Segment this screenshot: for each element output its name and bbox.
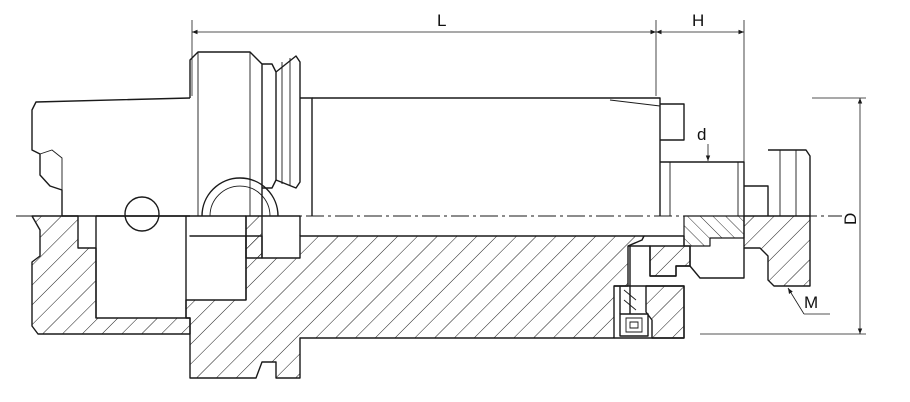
clamp-nut-section <box>743 215 811 287</box>
sleeve-section <box>683 215 745 247</box>
dim-label-M: M <box>804 293 818 312</box>
dimension-d: d <box>697 125 711 161</box>
dim-label-H: H <box>692 11 704 30</box>
main-body <box>300 97 313 216</box>
flange <box>189 51 263 216</box>
bore-step <box>660 103 685 141</box>
dimension-H: H <box>656 11 745 162</box>
clamp-nut-upper <box>768 149 811 216</box>
dim-label-d: d <box>697 125 706 144</box>
drive-key-notch <box>201 177 279 217</box>
upper-half-outline <box>31 51 811 232</box>
taper-shank <box>31 97 191 217</box>
dimension-M: M <box>787 287 830 315</box>
body-section <box>185 235 645 379</box>
dim-label-D: D <box>841 213 860 225</box>
taper-section <box>31 215 191 335</box>
retention-hole <box>124 196 160 232</box>
set-screw <box>619 313 649 337</box>
dim-label-L: L <box>437 11 446 30</box>
dimension-D: D <box>700 97 866 335</box>
v-groove <box>262 63 277 189</box>
lower-half-section <box>31 215 811 379</box>
